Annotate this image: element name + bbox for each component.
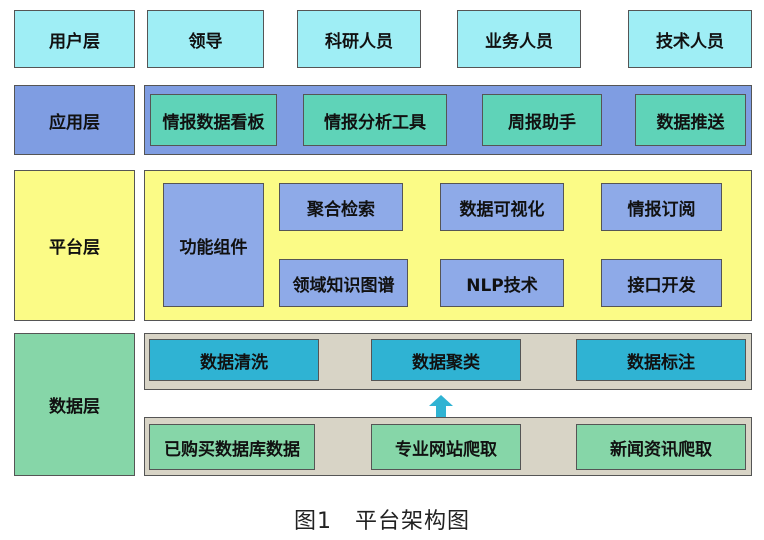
platform-item-visualization: 数据可视化 — [440, 183, 564, 231]
platform-item-aggregated-search: 聚合检索 — [279, 183, 403, 231]
processing-item-cleaning: 数据清洗 — [149, 339, 319, 381]
processing-item-labeling: 数据标注 — [576, 339, 746, 381]
source-item-news-crawl: 新闻资讯爬取 — [576, 424, 746, 470]
user-item-researcher: 科研人员 — [297, 10, 421, 68]
platform-item-subscription: 情报订阅 — [601, 183, 722, 231]
app-layer-label: 应用层 — [14, 85, 135, 155]
user-item-leader: 领导 — [147, 10, 264, 68]
app-item-dashboard: 情报数据看板 — [150, 94, 277, 146]
user-layer-label: 用户层 — [14, 10, 135, 68]
app-item-analysis-tool: 情报分析工具 — [303, 94, 447, 146]
source-item-purchased-db: 已购买数据库数据 — [149, 424, 315, 470]
app-item-data-push: 数据推送 — [635, 94, 746, 146]
up-arrow-icon — [429, 395, 453, 419]
app-item-weekly-assistant: 周报助手 — [482, 94, 602, 146]
processing-item-clustering: 数据聚类 — [371, 339, 521, 381]
source-item-website-crawl: 专业网站爬取 — [371, 424, 521, 470]
figure-caption: 图1 平台架构图 — [294, 509, 470, 534]
data-layer-label: 数据层 — [14, 333, 135, 476]
user-item-technician: 技术人员 — [628, 10, 752, 68]
platform-item-nlp: NLP技术 — [440, 259, 564, 307]
platform-item-api: 接口开发 — [601, 259, 722, 307]
function-component-box: 功能组件 — [163, 183, 264, 307]
user-item-business: 业务人员 — [457, 10, 581, 68]
platform-item-knowledge-graph: 领域知识图谱 — [279, 259, 408, 307]
platform-layer-label: 平台层 — [14, 170, 135, 321]
